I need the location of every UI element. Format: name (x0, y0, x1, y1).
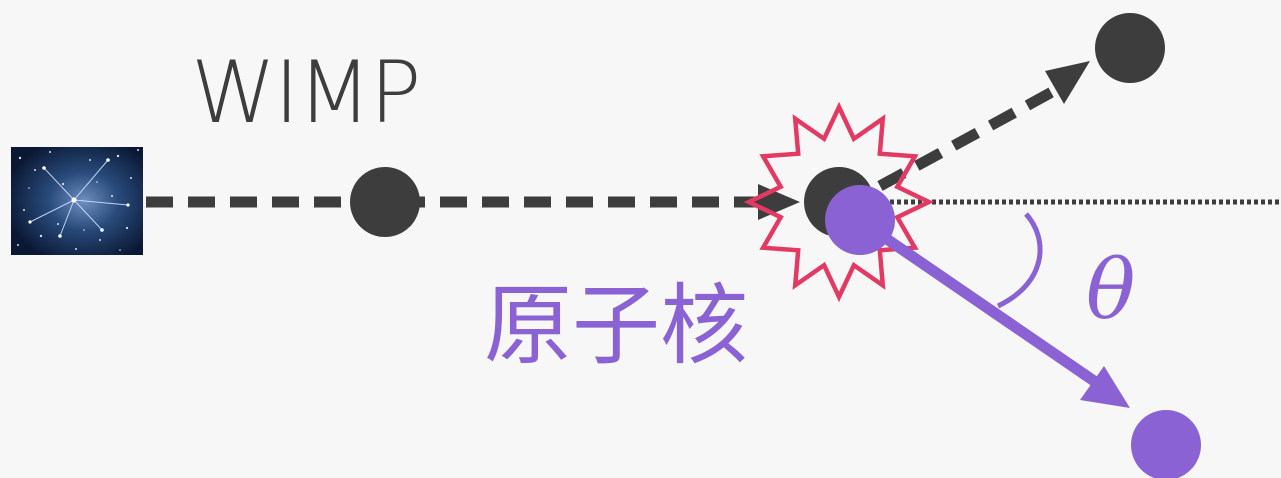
wimp-particle-incoming (350, 167, 420, 237)
nucleus-recoil-trajectory (858, 217, 1101, 388)
theta-label: θ (1086, 243, 1135, 338)
nucleus-label: 原子核 (484, 274, 748, 377)
nucleus-particle-collision (825, 185, 895, 255)
starfield-constellation-icon (11, 147, 143, 255)
collision-burst-icon (743, 101, 935, 303)
wimp-label: WIMP (191, 43, 419, 143)
scattered-wimp-arrowhead (1045, 61, 1090, 104)
nucleus-recoil-arrowhead (1080, 366, 1130, 408)
angle-arc (996, 212, 1043, 309)
nucleus-particle-recoiled (1131, 410, 1201, 478)
wimp-particle-scattered (1095, 13, 1165, 83)
scattered-wimp-trajectory (877, 87, 1055, 191)
